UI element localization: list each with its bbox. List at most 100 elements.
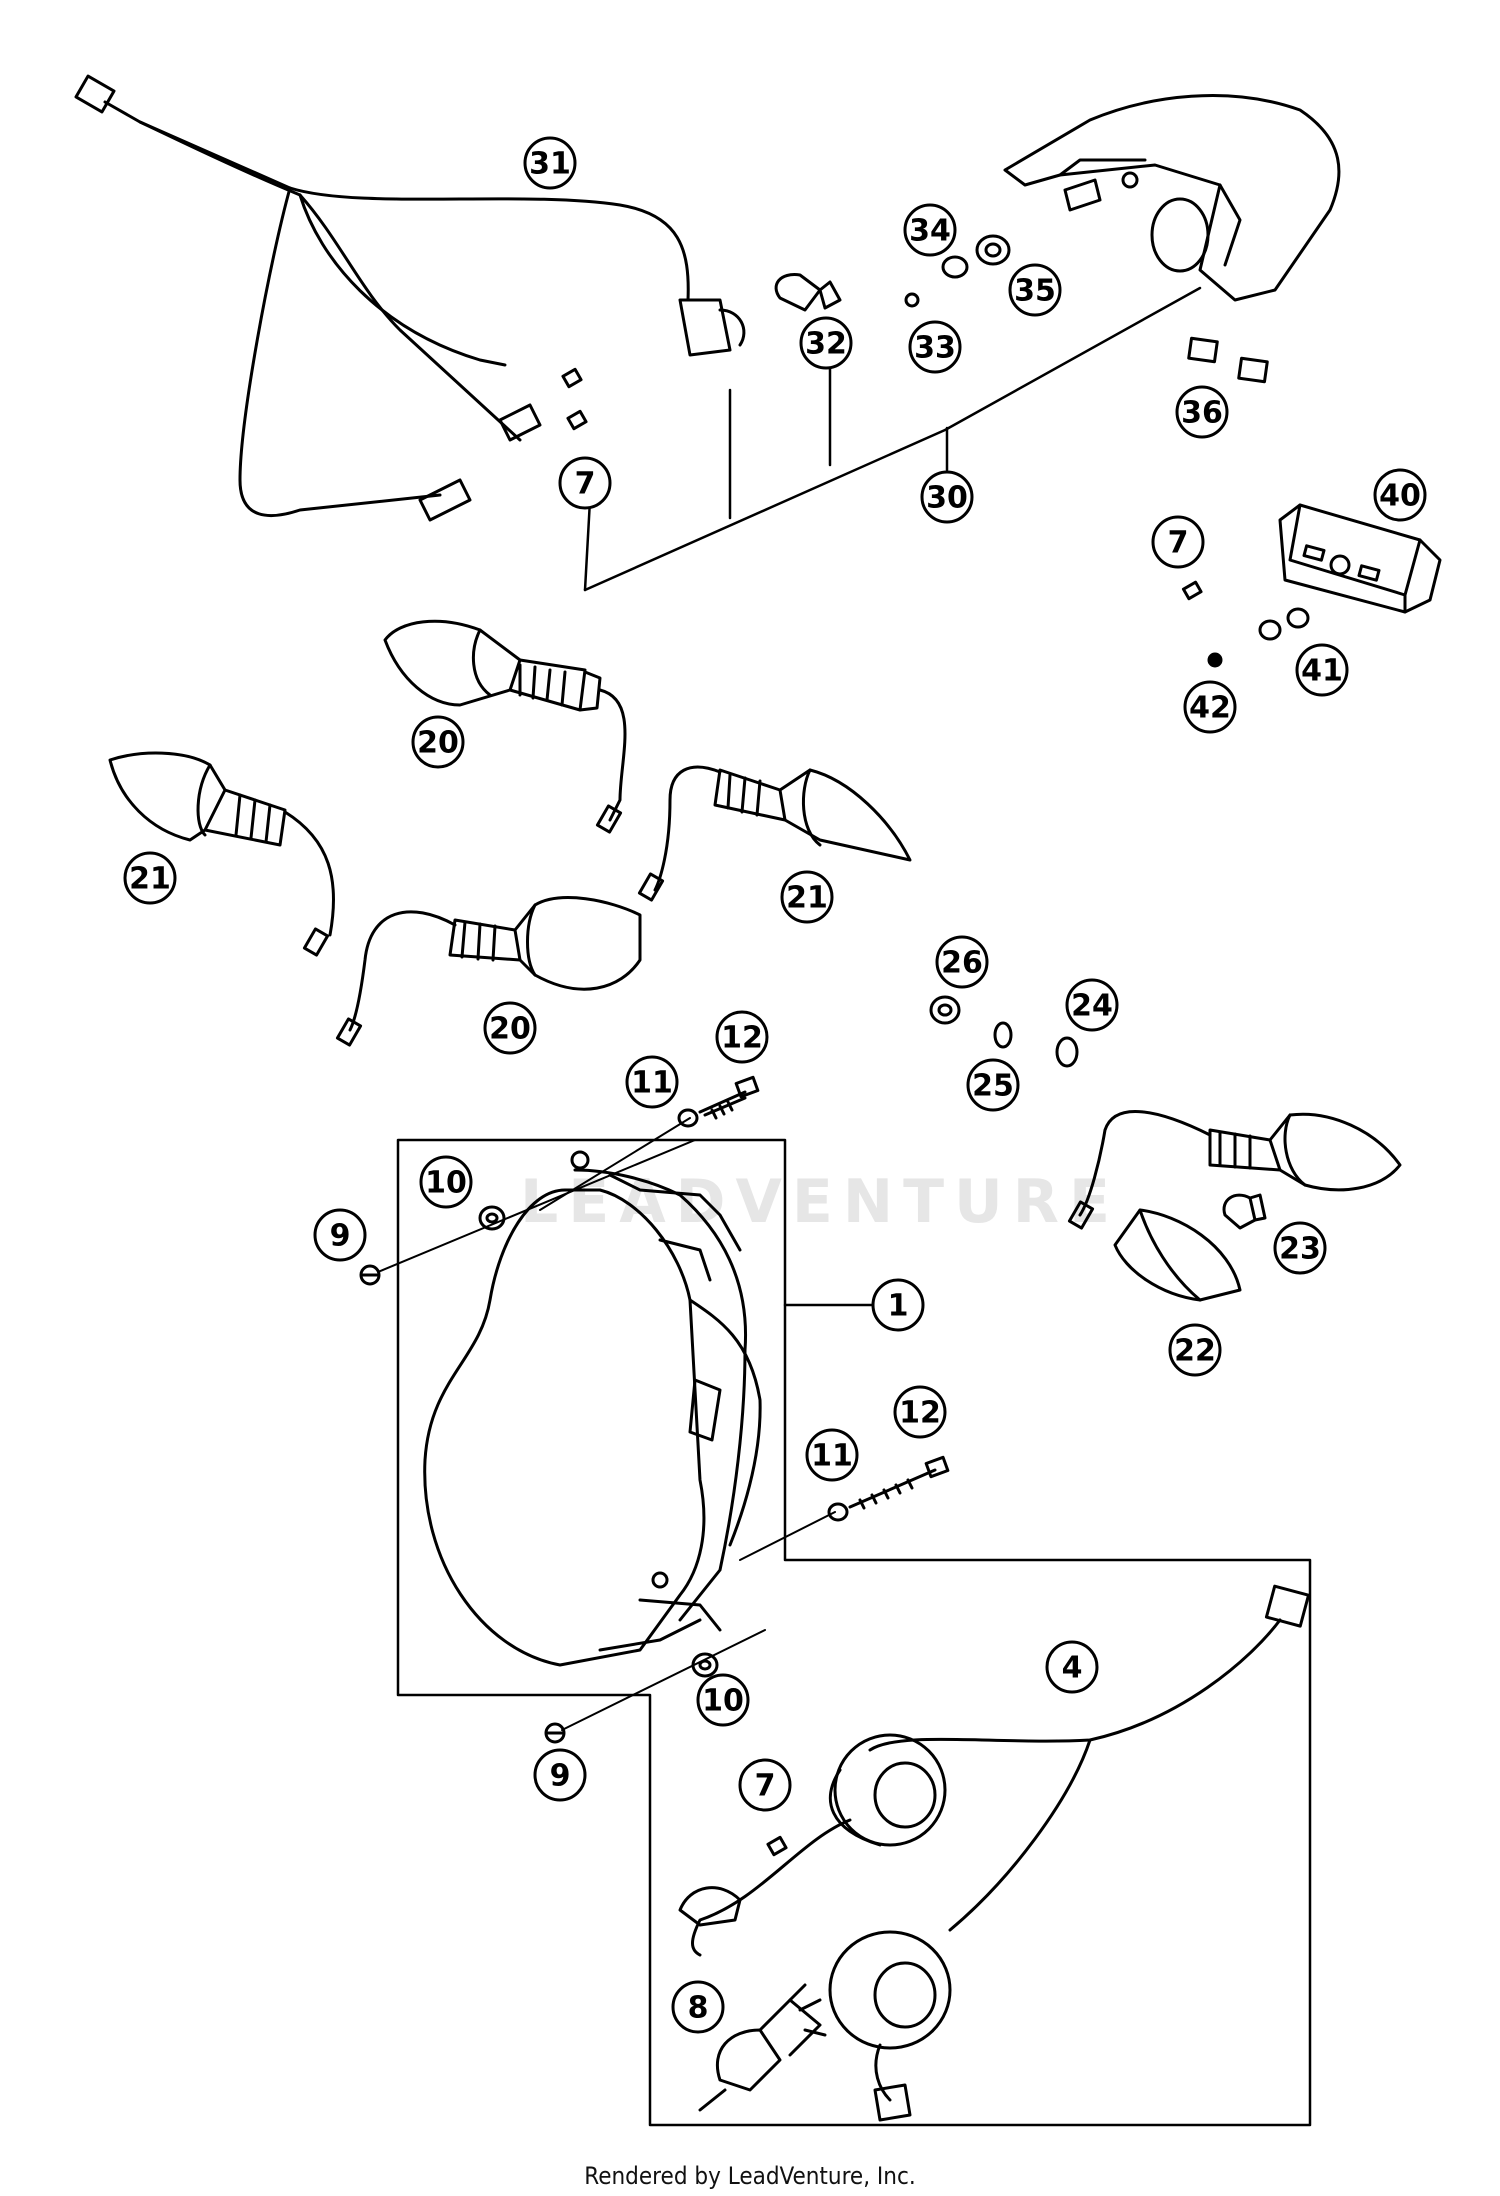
washer-34 [941,255,969,279]
callout-20: 20 [483,1001,537,1055]
callout-label: 12 [899,1396,941,1431]
callout-label: 40 [1379,479,1421,514]
callout-label: 35 [1014,274,1056,309]
callout-circle [920,470,974,524]
callout-label: 4 [1062,1651,1083,1686]
callout-circle [1045,1640,1099,1694]
callout-7: 7 [558,456,612,510]
callout-circle [715,1010,769,1064]
callout-circle [523,136,577,190]
grommet-35 [975,234,1011,266]
callout-label: 10 [425,1166,467,1201]
callout-label: 12 [721,1021,763,1056]
leader-30 [583,286,1202,592]
wiring-harness [74,74,746,522]
callout-circle [1168,1323,1222,1377]
turn-signal-20-lower [335,896,642,1047]
callout-label: 41 [1301,654,1343,689]
callout-42: 42 [1183,680,1237,734]
headlight-frame [396,1138,1312,2127]
callout-label: 20 [489,1012,531,1047]
credit-text: Rendered by LeadVenture, Inc. [584,2162,916,2190]
callout-12: 12 [893,1385,947,1439]
callout-4: 4 [1045,1640,1099,1694]
callout-circle [780,870,834,924]
callout-circle [671,1980,725,2034]
callout-circle [1008,263,1062,317]
hardware-upper [359,1075,760,1286]
license-light-40 [1278,503,1442,614]
callout-41: 41 [1295,643,1349,697]
callout-label: 1 [888,1289,909,1324]
headlight-harness-4 [678,1584,1311,2122]
callout-circle [1295,643,1349,697]
callout-circle [313,1208,367,1262]
callout-33: 33 [908,320,962,374]
callout-circle [411,715,465,769]
washer-25 [993,1021,1013,1049]
callout-label: 36 [1181,396,1223,431]
callout-label: 11 [631,1066,673,1101]
callout-label: 31 [529,147,571,182]
callout-circle [805,1428,859,1482]
callout-10: 10 [696,1673,750,1727]
callout-22: 22 [1168,1323,1222,1377]
callout-11: 11 [625,1055,679,1109]
turn-signal-21-left [108,751,336,957]
callout-circle [1373,468,1427,522]
callout-circle [935,935,989,989]
callout-25: 25 [966,1058,1020,1112]
callout-label: 21 [786,881,828,916]
hardware-lower [544,1455,950,1744]
callout-circle [738,1758,792,1812]
callout-label: 7 [575,467,596,502]
callout-label: 25 [972,1069,1014,1104]
callout-31: 31 [523,136,577,190]
callout-circle [871,1278,925,1332]
callout-1: 1 [871,1278,925,1332]
nut-26 [929,995,961,1025]
license-light-hardware [1181,580,1310,668]
callout-40: 40 [1373,468,1427,522]
harness-bulbs [561,367,588,431]
callout-label: 34 [909,214,951,249]
callout-circle [1183,680,1237,734]
callout-11: 11 [805,1428,859,1482]
callout-circle [558,456,612,510]
callout-circle [419,1155,473,1209]
callout-circle [625,1055,679,1109]
callout-35: 35 [1008,263,1062,317]
callout-8: 8 [671,1980,725,2034]
lens-22 [1113,1208,1242,1302]
callout-9: 9 [533,1748,587,1802]
callout-label: 23 [1279,1232,1321,1267]
pads-36 [1187,336,1269,384]
callout-label: 11 [811,1439,853,1474]
turn-signal-21-right [637,765,912,902]
callout-circle [1175,385,1229,439]
watermark: LEADVENTURE [520,1167,1120,1237]
callout-label: 7 [755,1769,776,1804]
callout-9: 9 [313,1208,367,1262]
callout-label: 33 [914,331,956,366]
callout-36: 36 [1175,385,1229,439]
bulb-32 [774,273,842,312]
callout-label: 7 [1168,526,1189,561]
callout-21: 21 [123,851,177,905]
headlight-1 [423,1150,762,1667]
callout-34: 34 [903,203,957,257]
callout-circle [696,1673,750,1727]
turn-signal-20-upper [383,619,627,834]
callout-21: 21 [780,870,834,924]
bulb-7-small [766,1835,788,1857]
callout-circle [1151,515,1205,569]
callout-label: 9 [550,1759,571,1794]
callout-label: 30 [926,481,968,516]
callout-20: 20 [411,715,465,769]
callout-circle [483,1001,537,1055]
callout-7: 7 [1151,515,1205,569]
washer-24 [1055,1036,1079,1068]
callout-label: 26 [941,946,983,981]
callout-32: 32 [799,316,853,370]
